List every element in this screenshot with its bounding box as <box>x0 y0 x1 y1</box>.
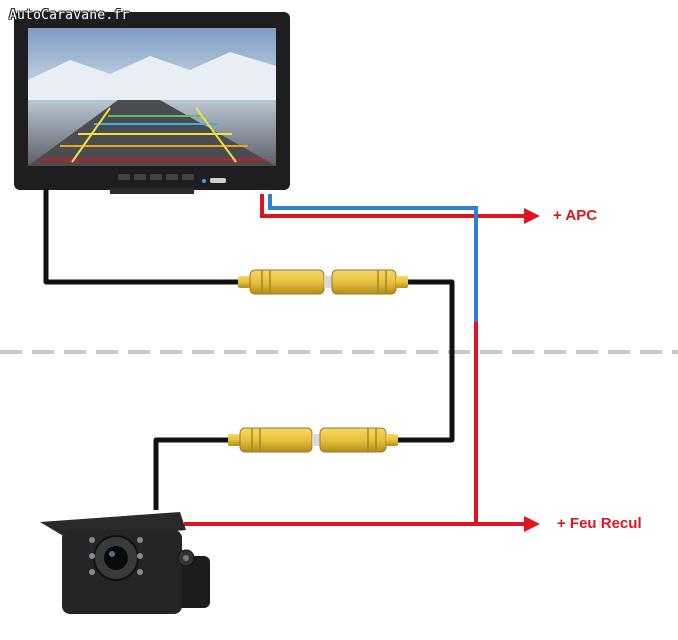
rear-view-monitor-icon <box>14 12 290 194</box>
video-cable <box>43 190 455 510</box>
arrow-apc-icon <box>524 208 540 224</box>
power-wire-feu-recul <box>184 322 528 526</box>
rear-view-camera-icon <box>40 512 210 614</box>
watermark: AutoCaravane.fr <box>9 8 130 23</box>
signal-wire <box>268 194 478 322</box>
arrow-feu-recul-icon <box>524 516 540 532</box>
label-apc: + APC <box>553 207 598 224</box>
power-wire-apc <box>260 194 528 218</box>
label-feu-recul: + Feu Recul <box>557 515 642 532</box>
rca-connector-lower <box>228 427 398 453</box>
rca-connector-upper <box>238 269 408 295</box>
